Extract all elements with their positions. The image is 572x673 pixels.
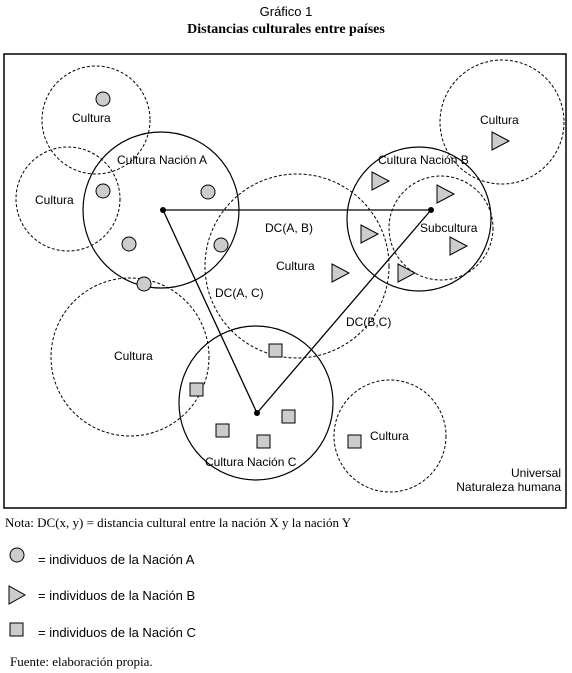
triangle-icon bbox=[8, 585, 27, 605]
individual-c-marker bbox=[215, 423, 230, 438]
legend-nation-b: = individuos de la Nación B bbox=[38, 588, 195, 603]
source-text: Fuente: elaboración propia. bbox=[10, 654, 153, 669]
culture-label: Cultura bbox=[480, 113, 519, 127]
culture-label: Cultura bbox=[114, 349, 153, 363]
individual-a-marker bbox=[121, 236, 137, 252]
square-icon bbox=[9, 622, 24, 637]
nation-b-circle bbox=[346, 146, 492, 292]
individual-c-marker bbox=[256, 434, 271, 449]
individual-b-marker bbox=[436, 184, 456, 204]
human-nature-label: Naturaleza humana bbox=[456, 480, 561, 494]
distance-line-bc bbox=[256, 209, 432, 414]
individual-a-marker bbox=[213, 237, 229, 253]
nation-a-label: Cultura Nación A bbox=[117, 153, 207, 167]
subculture-label: Subcultura bbox=[420, 221, 478, 235]
culture-circle-top-right bbox=[439, 59, 565, 185]
individual-a-marker bbox=[200, 184, 216, 200]
individual-b-marker bbox=[397, 263, 417, 283]
individual-b-marker bbox=[360, 224, 380, 244]
individual-b-marker bbox=[371, 171, 391, 191]
individual-a-marker bbox=[95, 183, 111, 199]
distance-ac-label: DC(A, C) bbox=[215, 286, 264, 300]
individual-c-marker bbox=[347, 434, 362, 449]
universal-label: Universal bbox=[511, 466, 561, 480]
nation-c-circle bbox=[178, 325, 334, 481]
culture-label: Cultura bbox=[276, 259, 315, 273]
individual-c-marker bbox=[281, 409, 296, 424]
nation-b-label: Cultura Nación B bbox=[378, 153, 469, 167]
subculture-circle bbox=[388, 175, 494, 281]
distance-line-ac bbox=[162, 209, 258, 414]
individual-c-marker bbox=[189, 382, 204, 397]
culture-circle-left bbox=[15, 146, 121, 252]
distance-ab-label: DC(A, B) bbox=[265, 221, 313, 235]
legend-nation-c: = individuos de la Nación C bbox=[38, 625, 196, 640]
culture-circle-bottom-right bbox=[333, 379, 447, 493]
culture-label: Cultura bbox=[370, 429, 409, 443]
nation-b-center bbox=[428, 207, 434, 213]
distance-bc-label: DC(B,C) bbox=[346, 315, 391, 329]
culture-circle-center bbox=[204, 173, 390, 359]
nation-c-center bbox=[254, 410, 260, 416]
culture-label: Cultura bbox=[72, 111, 111, 125]
culture-circle-top-left bbox=[41, 65, 151, 175]
diagram-frame bbox=[3, 53, 567, 509]
nation-a-center bbox=[160, 207, 166, 213]
individual-a-marker bbox=[136, 276, 152, 292]
circle-icon bbox=[9, 547, 25, 563]
note-text: Nota: DC(x, y) = distancia cultural entr… bbox=[5, 515, 352, 530]
individual-b-marker bbox=[491, 131, 511, 151]
figure-title: Distancias culturales entre países bbox=[187, 22, 385, 37]
nation-c-label: Cultura Nación C bbox=[205, 455, 297, 469]
individual-b-marker bbox=[331, 263, 351, 283]
culture-label: Cultura bbox=[35, 193, 74, 207]
individual-c-marker bbox=[268, 343, 283, 358]
culture-circle-bottom-left bbox=[50, 277, 210, 437]
legend-nation-a: = individuos de la Nación A bbox=[38, 552, 195, 567]
individual-b-marker bbox=[449, 236, 469, 256]
individual-a-marker bbox=[95, 91, 111, 107]
figure-number: Gráfico 1 bbox=[259, 4, 313, 19]
